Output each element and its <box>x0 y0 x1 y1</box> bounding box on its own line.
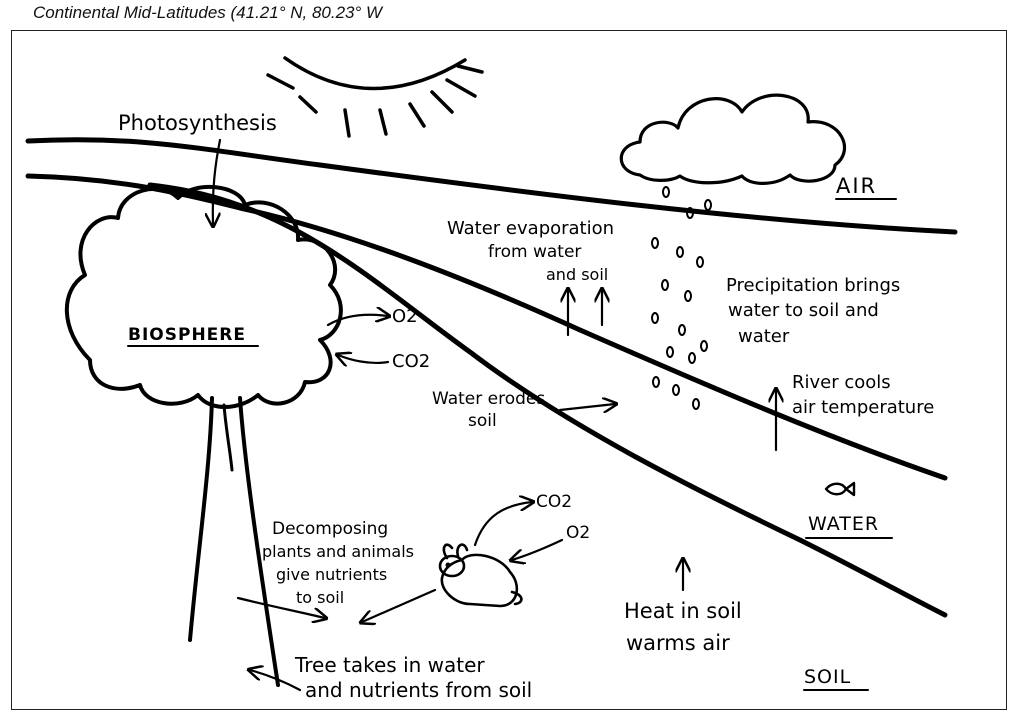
label-precipitation-line-3: water <box>738 326 790 347</box>
rabbit-icon <box>438 543 523 608</box>
label-o2-rabbit: O2 <box>566 523 590 543</box>
label-photosynthesis: Photosynthesis <box>118 111 277 135</box>
zone-label-air: AIR <box>836 174 877 198</box>
sun-icon <box>266 56 484 138</box>
air-water-boundary <box>25 137 958 235</box>
label-precipitation-line-1: Precipitation brings <box>726 275 900 296</box>
label-decompose-line-4: to soil <box>296 588 344 607</box>
label-o2-tree: O2 <box>392 306 418 327</box>
zone-label-biosphere: BIOSPHERE <box>128 325 246 345</box>
label-heat-line-1: Heat in soil <box>624 599 742 623</box>
label-tree-line-1: Tree takes in water <box>294 653 485 677</box>
label-erodes-line-1: Water erodes <box>432 389 545 409</box>
co2-rabbit-arrow <box>473 502 532 547</box>
label-evaporation-line-1: Water evaporation <box>447 218 614 239</box>
label-evaporation-line-2: from water <box>488 242 581 262</box>
label-co2-rabbit: CO2 <box>536 492 572 512</box>
raindrop-icon <box>651 186 712 410</box>
label-erodes-line-2: soil <box>468 411 497 431</box>
o2-rabbit-arrow <box>512 538 564 560</box>
label-heat-line-2: warms air <box>626 631 730 655</box>
label-decompose-line-2: plants and animals <box>262 542 414 561</box>
erosion-arrow <box>558 404 615 410</box>
tree-intake-arrow <box>250 670 302 692</box>
cloud-icon <box>619 93 847 185</box>
label-co2-tree: CO2 <box>392 351 430 372</box>
label-decompose-line-1: Decomposing <box>272 519 388 539</box>
o2-tree-arrow <box>326 315 388 327</box>
label-river-line-2: air temperature <box>792 397 934 418</box>
label-evaporation-line-3: and soil <box>546 265 608 284</box>
decompose-arrow <box>236 596 325 618</box>
label-river-line-1: River cools <box>792 372 891 393</box>
fish-icon <box>824 481 856 497</box>
tree-icon <box>64 184 343 687</box>
photosynthesis-arrow <box>213 138 222 225</box>
label-precipitation-line-2: water to soil and <box>728 300 879 321</box>
label-decompose-line-3: give nutrients <box>276 565 387 584</box>
nutrients-arrow <box>362 588 437 622</box>
zone-label-soil: SOIL <box>804 666 851 688</box>
co2-tree-arrow <box>338 355 390 363</box>
label-tree-line-2: and nutrients from soil <box>305 678 532 702</box>
zone-label-water: WATER <box>808 513 879 535</box>
diagram-caption: Continental Mid-Latitudes (41.21° N, 80.… <box>33 3 383 22</box>
water-boundary-bottom <box>147 182 948 618</box>
